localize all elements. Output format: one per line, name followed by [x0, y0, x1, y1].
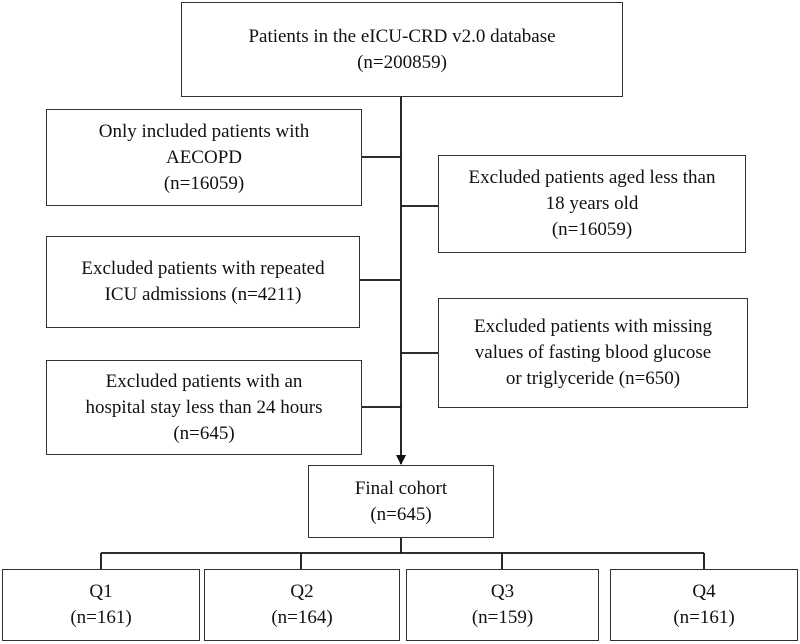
quartile-q1-label: Q1	[89, 581, 113, 602]
aecopd-inclusion-box: Only included patients with AECOPD (n=16…	[46, 109, 362, 206]
missing-line-3: or triglyceride (n=650)	[505, 368, 681, 389]
hospital-stay-line-2: hospital stay less than 24 hours	[85, 396, 323, 418]
missing-line-1: Excluded patients with missing	[473, 316, 712, 337]
quartile-q3-label: Q3	[490, 581, 515, 602]
quartile-q2-count: (n=164)	[271, 607, 333, 628]
quartile-q3-count: (n=159)	[471, 607, 534, 628]
aecopd-line-1: Only included patients with	[98, 120, 310, 142]
quartile-box-q4: Q4 (n=161)	[610, 569, 798, 641]
top-source-box: Patients in the eICU-CRD v2.0 database (…	[181, 2, 623, 97]
final-cohort-box: Final cohort (n=645)	[308, 465, 494, 538]
quartile-box-q2: Q2 (n=164)	[204, 569, 400, 641]
quartile-box-q1: Q1 (n=161)	[2, 569, 200, 641]
hospital-stay-exclusion-box: Excluded patients with an hospital stay …	[46, 360, 362, 455]
age-line-1: Excluded patients aged less than	[468, 167, 716, 188]
icu-line-1: Excluded patients with repeated	[81, 258, 325, 279]
age-line-2: 18 years old	[545, 193, 639, 214]
quartile-q2-label: Q2	[290, 581, 314, 602]
hospital-stay-line-1: Excluded patients with an	[105, 370, 303, 392]
quartile-q4-count: (n=161)	[673, 607, 735, 628]
age-line-3: (n=16059)	[551, 219, 633, 240]
final-cohort-title: Final cohort	[354, 477, 448, 499]
top-source-line-1: Patients in the eICU-CRD v2.0 database	[248, 25, 556, 47]
top-source-line-2: (n=200859)	[357, 51, 447, 73]
quartile-box-q3: Q3 (n=159)	[406, 569, 599, 641]
icu-line-2: ICU admissions (n=4211)	[104, 284, 302, 305]
quartile-q4-label: Q4	[692, 581, 716, 602]
final-cohort-count: (n=645)	[370, 503, 432, 525]
quartile-q1-count: (n=161)	[70, 607, 132, 628]
hospital-stay-line-3: (n=645)	[173, 422, 235, 444]
age-exclusion-box: Excluded patients aged less than 18 year…	[438, 155, 746, 253]
icu-readmission-exclusion-box: Excluded patients with repeated ICU admi…	[46, 236, 360, 328]
missing-line-2: values of fasting blood glucose	[474, 342, 712, 363]
aecopd-line-3: (n=16059)	[163, 172, 245, 194]
aecopd-line-2: AECOPD	[165, 146, 242, 168]
missing-values-exclusion-box: Excluded patients with missing values of…	[438, 298, 748, 408]
